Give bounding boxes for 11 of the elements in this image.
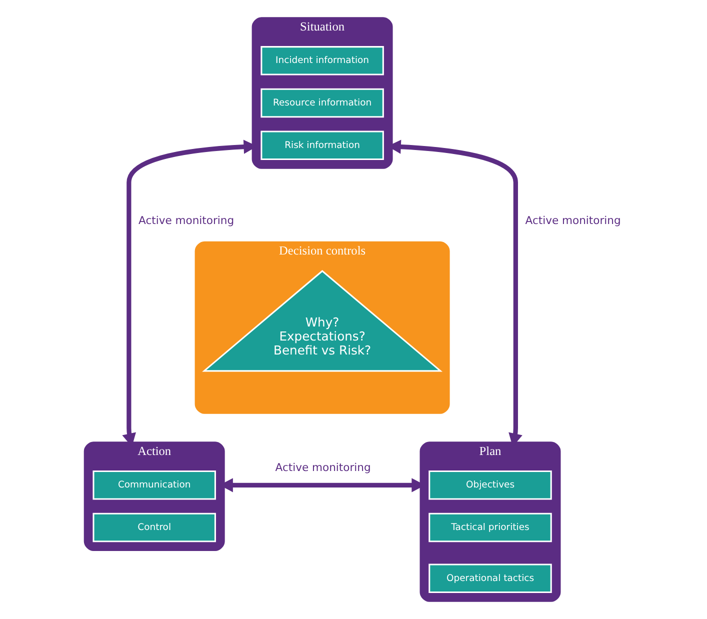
node-box: Communication — [92, 470, 216, 500]
edge-label: Active monitoring — [138, 214, 234, 227]
edge-label: Active monitoring — [275, 461, 371, 474]
node-box: Incident information — [260, 46, 384, 76]
node-box: Objectives — [428, 470, 552, 500]
edge-label: Active monitoring — [525, 214, 621, 227]
node-box: Control — [92, 512, 216, 542]
node-box: Resource information — [260, 88, 384, 118]
node-box: Risk information — [260, 130, 384, 160]
node-box: Operational tactics — [428, 564, 552, 593]
node-box: Tactical priorities — [428, 512, 552, 542]
